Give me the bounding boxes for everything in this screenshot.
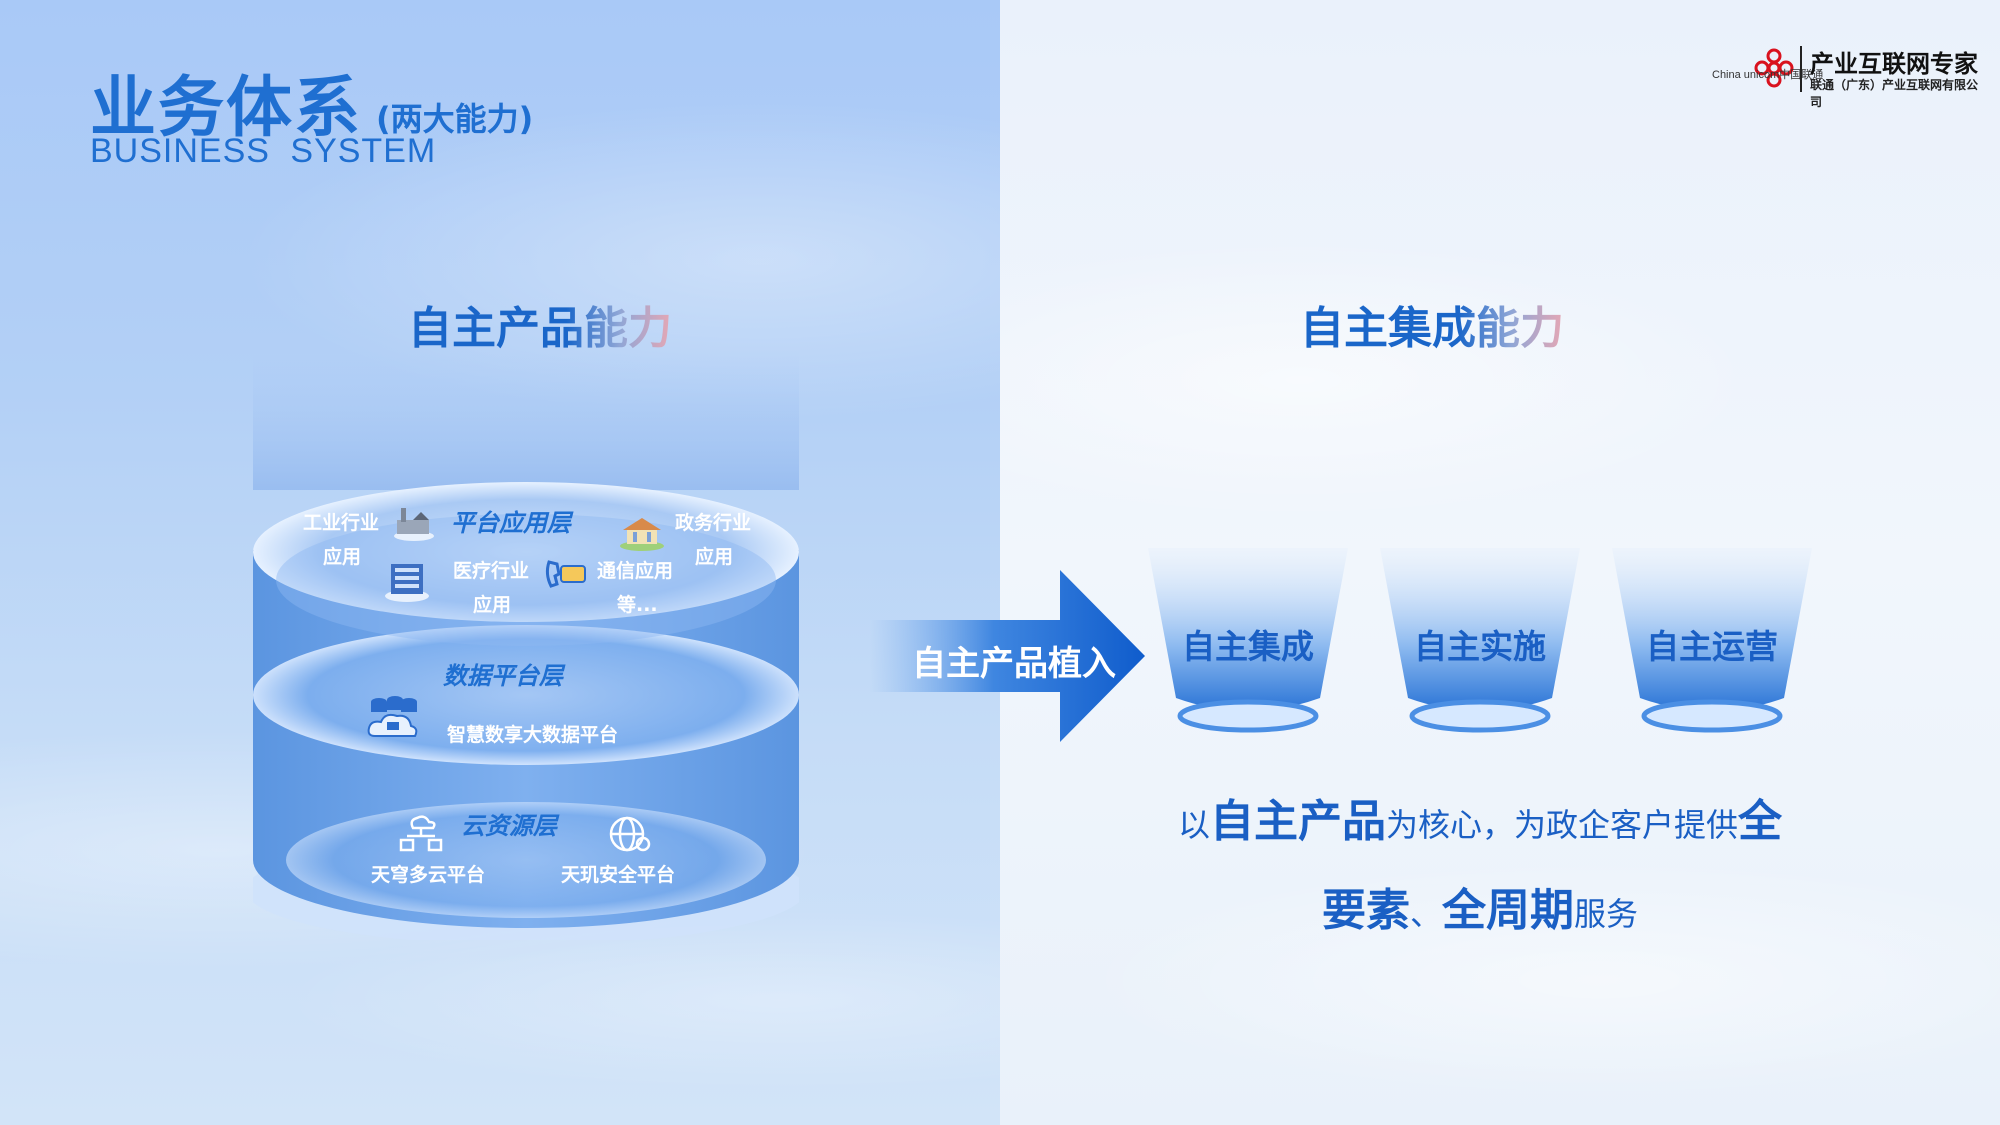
platform-layer-title: 平台应用层 (451, 509, 571, 537)
platform-item-telecom: 通信应用 (597, 560, 674, 582)
cloud-item-multicloud: 天穹多云平台 (371, 864, 486, 886)
left-capability-title: 自主产品能力 (408, 292, 672, 356)
right-capability-title: 自主集成能力 (1300, 292, 1564, 356)
desc-part-5: 要素 (1321, 885, 1410, 936)
platform-item-medical-app: 应用 (473, 594, 512, 616)
hospital-icon (385, 564, 429, 602)
cup-integration (1148, 548, 1348, 733)
platform-item-telecom-etc: 等... (617, 594, 658, 616)
cup-operation (1612, 548, 1812, 733)
government-building-icon (620, 518, 664, 551)
security-globe-icon (609, 816, 651, 852)
company-logo: China unicom中国联通 产业互联网专家 联通（广东）产业互联网有限公司 (1712, 42, 1982, 109)
cylinder-graphic (253, 350, 799, 940)
page-title: 业务体系 (两大能力) (90, 54, 533, 150)
platform-item-medical: 医疗行业 (453, 560, 530, 582)
page-title-suffix: (两大能力) (376, 100, 534, 138)
desc-part-3: 为核心，为政企客户提供 (1386, 806, 1739, 844)
database-cloud-icon (367, 696, 418, 737)
platform-item-government-app: 应用 (695, 546, 734, 568)
cloud-item-security: 天玑安全平台 (561, 864, 676, 886)
page-title-english: BUSINESS SYSTEM (90, 132, 437, 170)
cup-label-operation: 自主运营 (1646, 627, 1778, 666)
china-unicom-knot-icon (1754, 48, 1794, 88)
logo-company: 联通（广东）产业互联网有限公司 (1810, 78, 1979, 109)
product-implant-arrow (870, 570, 1145, 742)
data-layer-title: 数据平台层 (443, 662, 563, 690)
cup-label-implementation: 自主实施 (1414, 627, 1546, 666)
desc-part-6: 、 (1409, 895, 1442, 933)
desc-part-1: 以 (1177, 806, 1210, 844)
platform-item-industry-app: 应用 (323, 546, 362, 568)
cup-label-integration: 自主集成 (1182, 627, 1314, 666)
phone-card-icon (545, 560, 586, 588)
data-platform-item: 智慧数享大数据平台 (447, 724, 619, 746)
logo-name: 产业互联网专家 (1810, 50, 1978, 78)
cup-implementation (1380, 548, 1580, 733)
cloud-layer-title: 云资源层 (461, 812, 557, 840)
platform-item-industry: 工业行业 (303, 512, 380, 534)
desc-part-2: 自主产品 (1210, 796, 1386, 847)
logo-brand-en: China unicom中国联通 (1712, 69, 1824, 81)
platform-item-government: 政务行业 (675, 512, 752, 534)
desc-part-7: 全周期 (1442, 885, 1574, 936)
service-description: 以自主产品为核心，为政企客户提供全 要素、全周期服务 (1130, 782, 1830, 960)
logo-divider (1800, 46, 1802, 92)
factory-icon (394, 508, 434, 541)
desc-part-4: 全 (1738, 796, 1783, 847)
page-title-main: 业务体系 (90, 69, 362, 146)
multicloud-icon (399, 815, 443, 852)
product-stack-cylinder: 平台应用层 工业行业 应用 政务行业 应用 医疗行业 应用 通信应用 等... … (253, 340, 799, 940)
arrow-label: 自主产品植入 (912, 644, 1116, 684)
desc-part-8: 服务 (1574, 895, 1639, 933)
